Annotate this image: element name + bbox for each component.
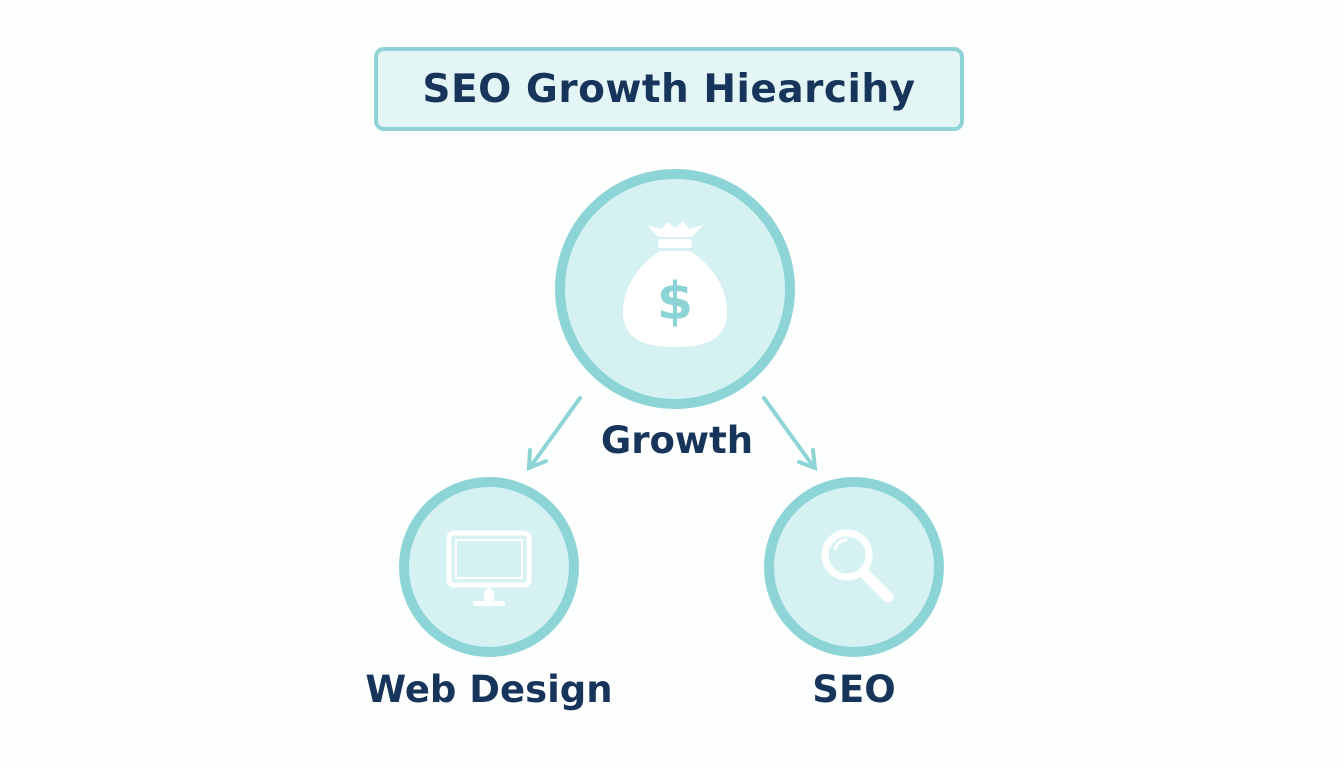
money-bag-icon: $ [623, 221, 727, 347]
magnifier-icon [821, 529, 894, 603]
web-design-node [399, 477, 579, 657]
seo-label: SEO [812, 668, 896, 711]
growth-label: Growth [600, 419, 754, 462]
monitor-icon [446, 530, 532, 606]
dollar-symbol: $ [657, 272, 693, 332]
arrow-head-seo [797, 448, 818, 472]
seo-node [764, 477, 944, 657]
web-design-label: Web Design [365, 668, 613, 711]
arrow-head-web-design [526, 448, 548, 472]
title-box: SEO Growth Hiearcihy [374, 47, 964, 131]
growth-node: $ [555, 169, 795, 409]
diagram-title: SEO Growth Hiearcihy [422, 66, 916, 112]
arrow-growth-to-web-design [529, 396, 582, 468]
arrow-growth-to-seo [762, 396, 815, 468]
